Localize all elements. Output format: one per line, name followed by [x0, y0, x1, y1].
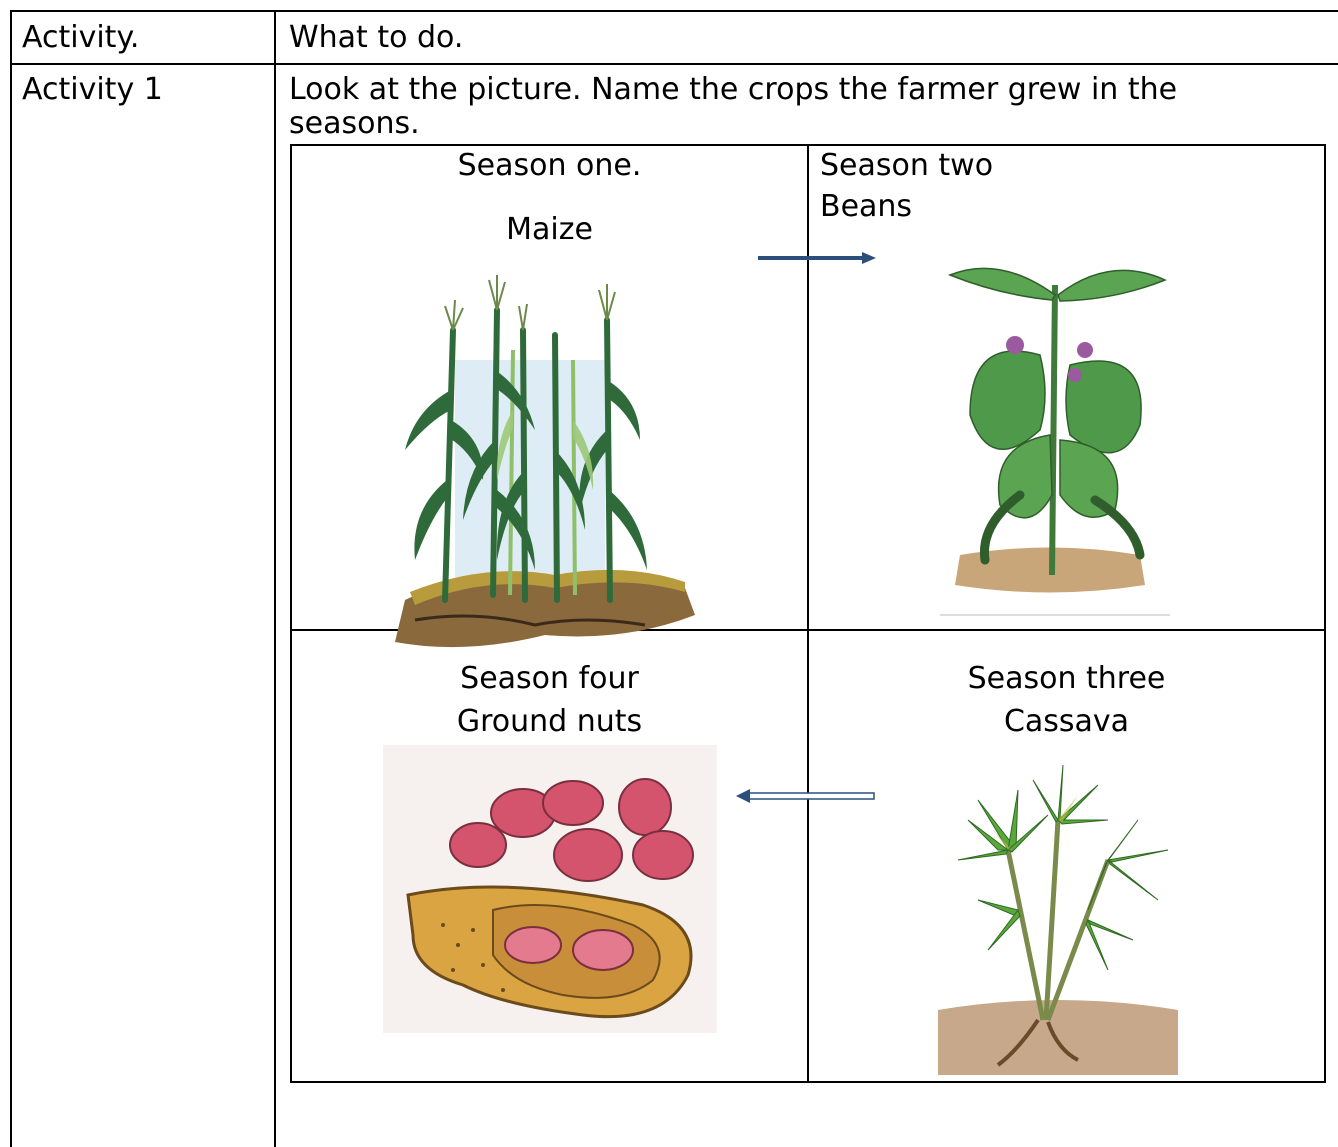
maize-illustration: [385, 270, 715, 660]
season-one-crop: Maize: [292, 212, 807, 248]
activity-1-label: Activity 1: [22, 72, 163, 108]
season-two-crop: Beans: [820, 189, 912, 225]
grid-border-right: [1324, 144, 1326, 1083]
cassava-illustration: [938, 760, 1178, 1075]
table-header-divider: [10, 63, 1338, 65]
arrow-left-icon: [734, 788, 876, 804]
instruction-line-2: seasons.: [289, 106, 420, 142]
header-activity: Activity.: [22, 20, 139, 56]
table-column-divider: [274, 10, 276, 1147]
season-four-title: Season four: [292, 661, 807, 697]
beans-illustration: [940, 255, 1170, 625]
instruction-line-1: Look at the picture. Name the crops the …: [289, 72, 1177, 108]
season-one-title: Season one.: [292, 148, 807, 184]
table-border-top: [10, 10, 1338, 12]
grid-border-left: [290, 144, 292, 1083]
grid-middle-vertical: [807, 144, 809, 1083]
table-border-left: [10, 10, 12, 1147]
arrow-right-icon: [758, 250, 878, 266]
season-two-title: Season two: [820, 148, 993, 184]
season-three-title: Season three: [809, 661, 1324, 697]
header-what-to-do: What to do.: [289, 20, 463, 56]
groundnut-illustration: [383, 745, 717, 1033]
season-four-crop: Ground nuts: [292, 704, 807, 740]
season-three-crop: Cassava: [809, 704, 1324, 740]
